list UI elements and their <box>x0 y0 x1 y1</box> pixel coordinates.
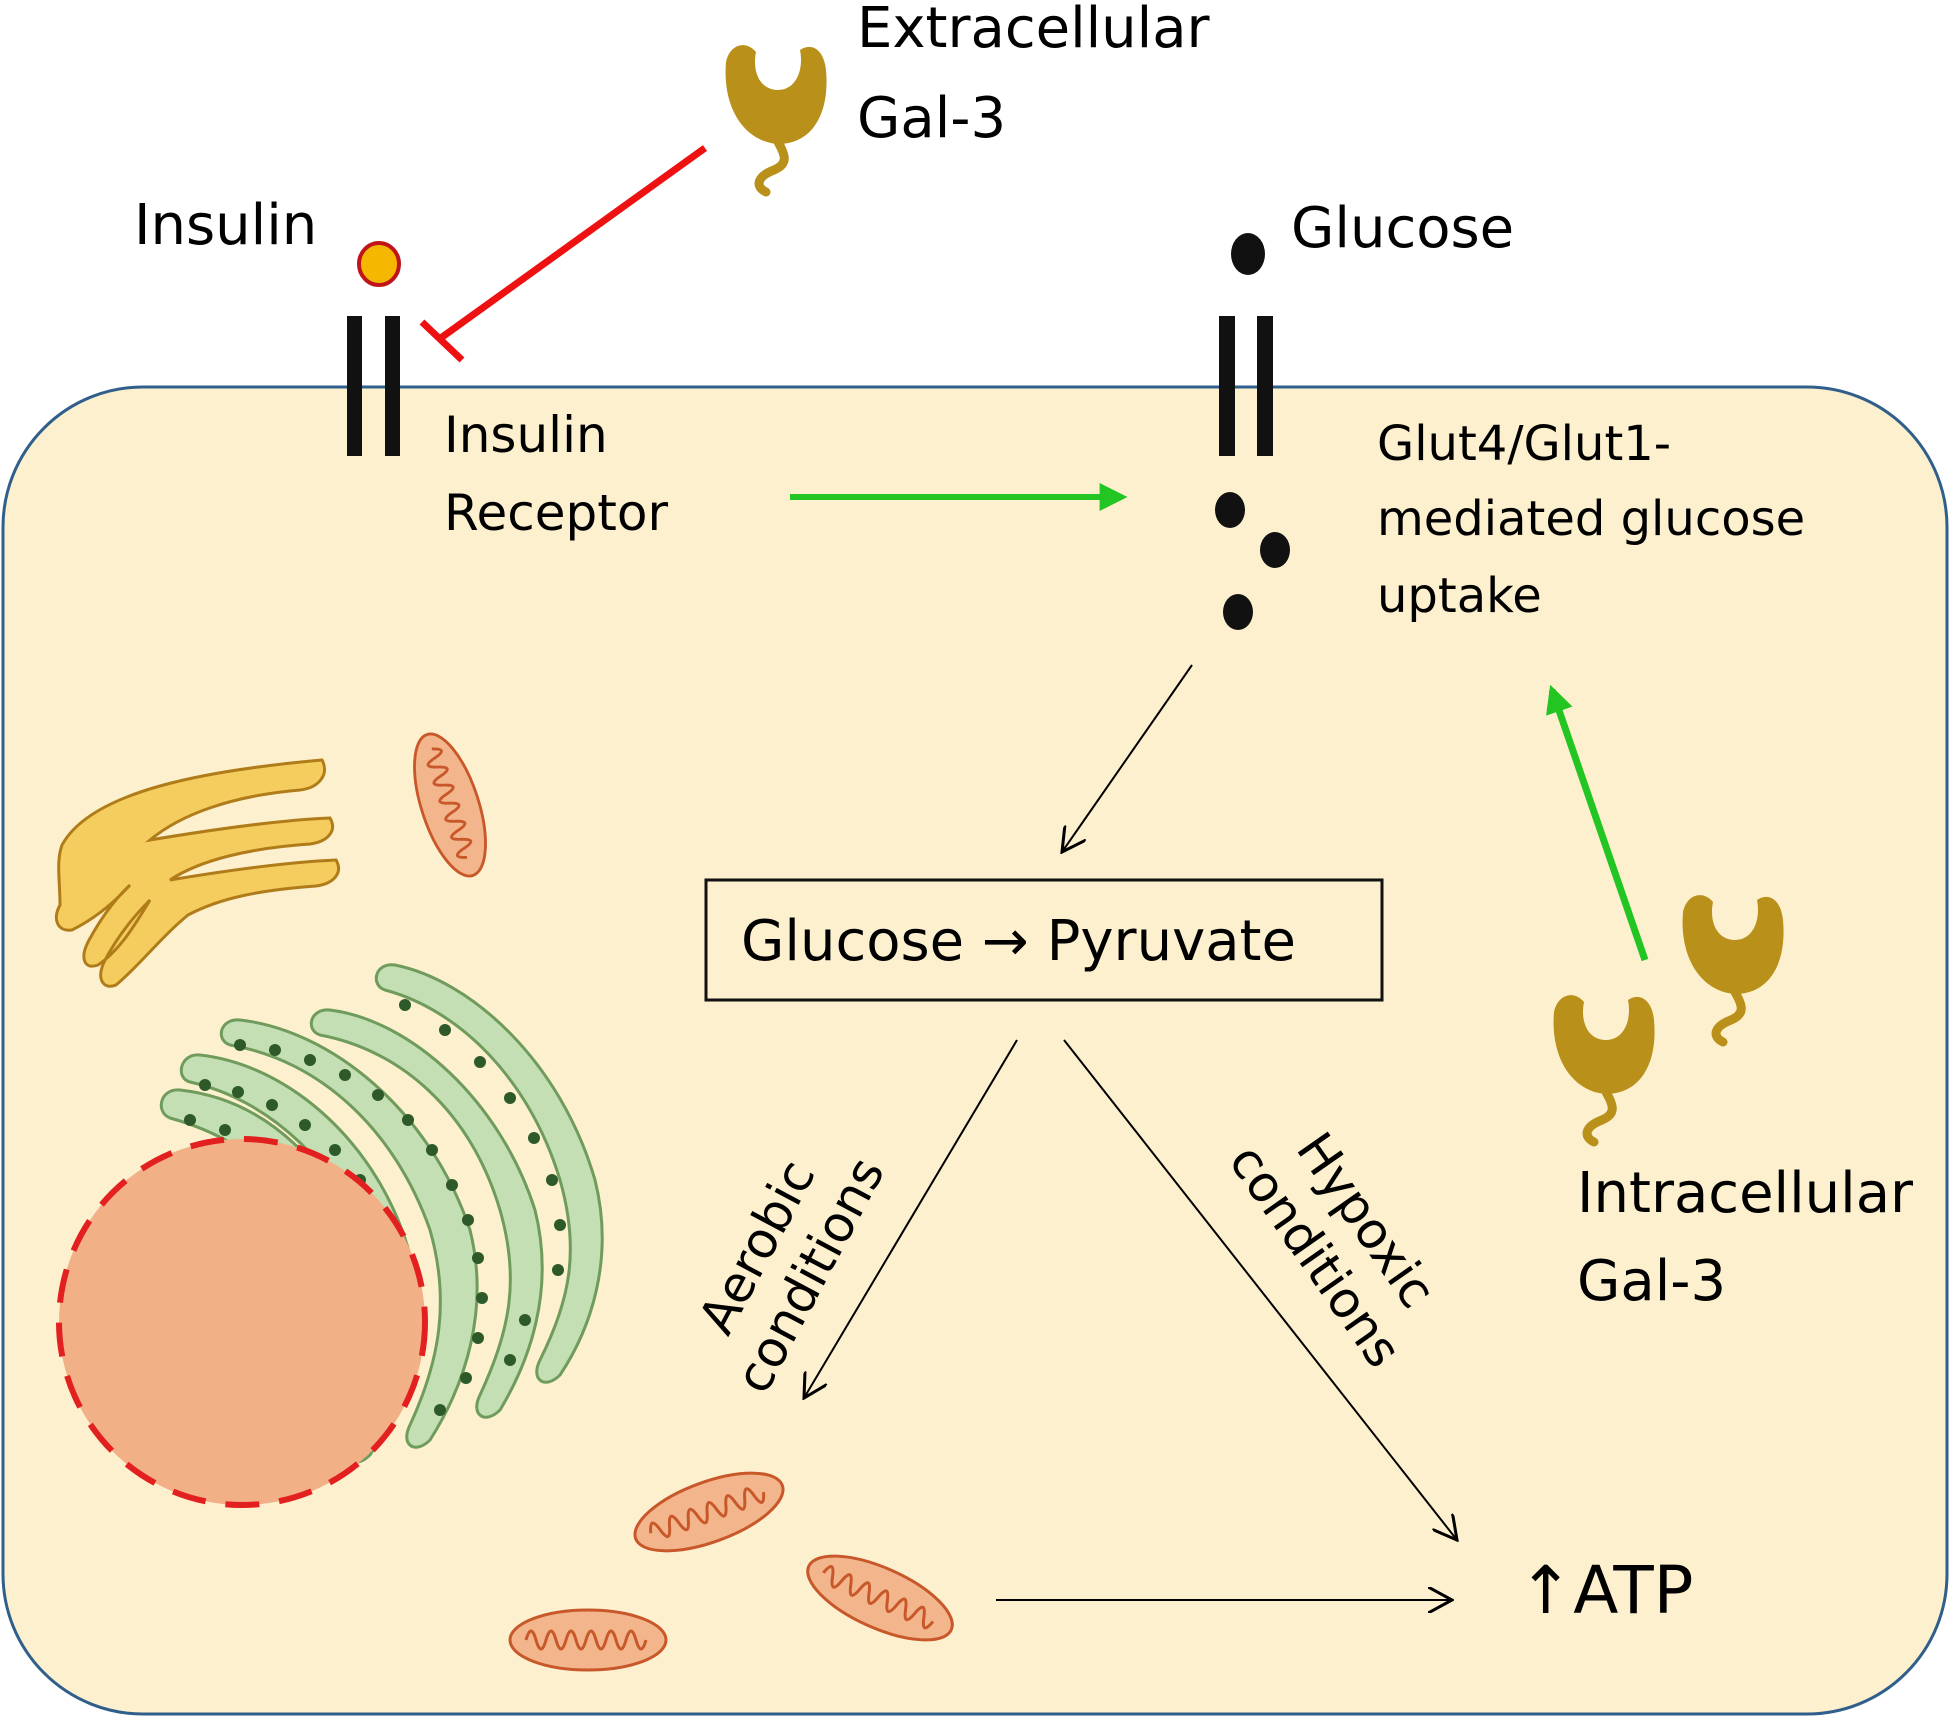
arrow-uptake-to-glycolysis <box>1062 664 1193 852</box>
glut-transporter-icon <box>1219 316 1273 456</box>
intracellular-gal3-label-line1: Intracellular <box>1577 1161 1914 1226</box>
extracellular-gal3-label-line1: Extracellular <box>857 0 1211 61</box>
glycolysis-box <box>704 878 1384 1002</box>
mitochondrion-icon <box>508 1608 668 1672</box>
intracellular-gal3-label-line2: Gal-3 <box>1577 1249 1726 1314</box>
insulin-molecule-icon <box>357 241 401 287</box>
atp-label: ↑ATP <box>1518 1552 1693 1629</box>
insulin-receptor-icon <box>347 316 400 456</box>
glucose-molecule-icon <box>1231 233 1265 275</box>
glucose-uptake-label-line3: uptake <box>1377 568 1542 624</box>
arrow-aerobic <box>804 1039 1018 1398</box>
inhibition-arrow <box>419 145 708 363</box>
insulin-label: Insulin <box>134 193 317 258</box>
glucose-uptake-label-line1: Glut4/Glut1- <box>1377 416 1671 472</box>
glucose-uptake-label-line2: mediated glucose <box>1377 491 1805 547</box>
golgi-apparatus-icon <box>55 758 340 988</box>
extracellular-gal3-label-line2: Gal-3 <box>857 86 1006 151</box>
extracellular-galectin-3-icon <box>726 45 827 192</box>
activation-arrow-gal3-to-uptake <box>1546 684 1649 962</box>
glucose-label: Glucose <box>1291 196 1514 261</box>
intracellular-glucose-icon <box>1215 492 1290 630</box>
glycolysis-label: Glucose → Pyruvate <box>741 909 1296 974</box>
arrow-hypoxic <box>1063 1039 1457 1540</box>
nucleus-icon <box>56 1136 428 1508</box>
insulin-receptor-label-line1: Insulin <box>444 406 608 464</box>
insulin-receptor-label-line2: Receptor <box>444 484 668 542</box>
